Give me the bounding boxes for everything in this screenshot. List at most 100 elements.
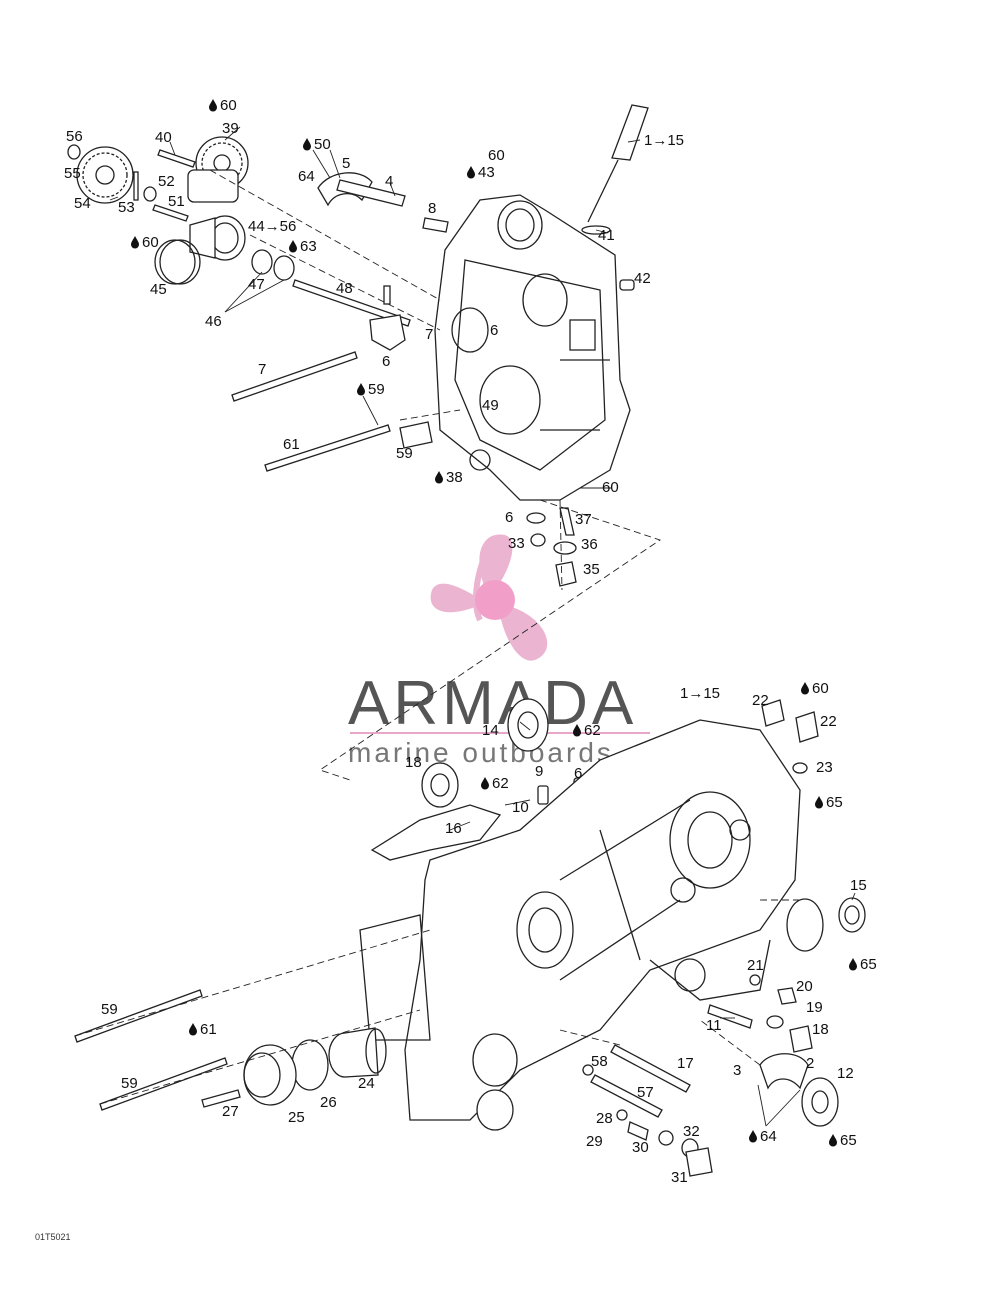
lower-part-callout: 18 [405, 754, 422, 771]
washer-19 [766, 1015, 784, 1029]
upper-part-callout: 6 [505, 509, 513, 526]
stud-59b [264, 424, 391, 472]
lower-part-callout: 23 [816, 759, 833, 776]
upper-part-callout: 56 [66, 128, 83, 145]
o-ring-42 [581, 225, 611, 235]
oil-drop-icon [209, 99, 217, 112]
lower-part-callout: 30 [632, 1139, 649, 1156]
lower-part-callout: 26 [320, 1094, 337, 1111]
lower-part-callout: 57 [637, 1084, 654, 1101]
lower-part-callout: 10 [512, 799, 529, 816]
impeller-49 [369, 314, 406, 351]
upper-part-callout: 48 [336, 280, 353, 297]
plug-34 [555, 561, 577, 587]
o-ring-45b [154, 239, 196, 285]
washer-30 [658, 1130, 674, 1146]
upper-part-callout: 45 [150, 281, 167, 298]
dowel-8 [336, 179, 406, 207]
oil-drop-icon [481, 777, 489, 790]
gasket-16 [370, 804, 502, 861]
upper-part-callout: 50 [314, 136, 331, 153]
upper-part-callout: 42 [634, 270, 651, 287]
oil-drop-icon [749, 1130, 757, 1143]
lower-part-callout: 32 [683, 1123, 700, 1140]
lower-part-callout: 65 [840, 1132, 857, 1149]
oil-seal-15 [838, 897, 866, 933]
shaft-48 [292, 279, 411, 327]
upper-part-callout: 44→56 [248, 218, 296, 235]
washer-52 [143, 186, 157, 202]
oil-drop-icon [801, 682, 809, 695]
bearing-14 [507, 698, 549, 752]
upper-crankcase-assembly [67, 104, 662, 781]
lower-part-callout: 12 [837, 1065, 854, 1082]
thrust-washer-12 [801, 1077, 839, 1127]
lower-part-callout: 64 [760, 1128, 777, 1145]
bearing-13 [421, 762, 459, 808]
oil-drop-icon [289, 240, 297, 253]
lower-part-callout: 2 [806, 1055, 814, 1072]
upper-part-callout: 60 [220, 97, 237, 114]
upper-part-callout: 1→15 [644, 132, 684, 149]
upper-part-callout: 54 [74, 195, 91, 212]
lower-part-callout: 17 [677, 1055, 694, 1072]
lower-part-callout: 22 [820, 713, 837, 730]
lower-part-callout: 27 [222, 1103, 239, 1120]
stud-59a [231, 351, 358, 402]
oil-pump-body [189, 215, 246, 261]
oil-drop-icon [131, 236, 139, 249]
upper-part-callout: 6 [382, 353, 390, 370]
washer-37 [526, 512, 546, 524]
bearing-47a [251, 249, 273, 275]
lower-part-callout: 65 [826, 794, 843, 811]
dowel-43 [422, 217, 449, 233]
upper-part-callout: 60 [488, 147, 505, 164]
lower-part-callout: 6 [574, 765, 582, 782]
upper-part-callout: 49 [482, 397, 499, 414]
upper-part-callout: 53 [118, 199, 135, 216]
bearing-half-3 [759, 1053, 809, 1090]
o-ring-ring [786, 898, 824, 952]
o-ring-26 [291, 1039, 329, 1091]
lower-part-callout: 15 [850, 877, 867, 894]
upper-part-callout: 51 [168, 193, 185, 210]
lower-part-callout: 61 [200, 1021, 217, 1038]
lower-part-callout: 28 [596, 1110, 613, 1127]
upper-part-callout: 4 [385, 173, 393, 190]
cover-gasket [359, 914, 431, 1041]
upper-part-callout: 43 [478, 164, 495, 181]
upper-part-callout: 37 [575, 511, 592, 528]
upper-part-callout: 7 [258, 361, 266, 378]
fitting-22b [795, 711, 819, 743]
upper-part-callout: 33 [508, 535, 525, 552]
lower-part-callout: 59 [101, 1001, 118, 1018]
ball-36 [530, 533, 546, 547]
upper-part-callout: 8 [428, 200, 436, 217]
ball-28 [616, 1109, 628, 1121]
lower-part-callout: 11 [706, 1017, 722, 1034]
lower-part-callout: 1→15 [680, 685, 720, 702]
bearing-47b [273, 255, 295, 281]
dipstick-handle-41 [611, 104, 649, 161]
oil-pump-gear-54 [76, 146, 134, 204]
crankcase-half-left [434, 194, 631, 501]
plug-31 [685, 1147, 713, 1177]
pin-50 [383, 285, 391, 305]
oil-drop-icon [467, 166, 475, 179]
lower-part-callout: 14 [482, 722, 499, 739]
lower-part-callout: 20 [796, 978, 813, 995]
lower-part-callout: 62 [492, 775, 509, 792]
oil-drop-icon [189, 1023, 197, 1036]
spring-29 [627, 1121, 649, 1141]
bolt-11 [707, 1004, 753, 1029]
screw-57 [590, 1074, 663, 1118]
washer-23 [792, 762, 808, 774]
lower-part-callout: 60 [812, 680, 829, 697]
upper-part-callout: 59 [368, 381, 385, 398]
oil-pump-housing [187, 169, 239, 203]
oil-filter-24 [328, 1027, 387, 1078]
washer-58 [582, 1064, 594, 1076]
watermark-brand: ARMADA [348, 669, 637, 738]
filter-cover-25 [243, 1044, 297, 1106]
